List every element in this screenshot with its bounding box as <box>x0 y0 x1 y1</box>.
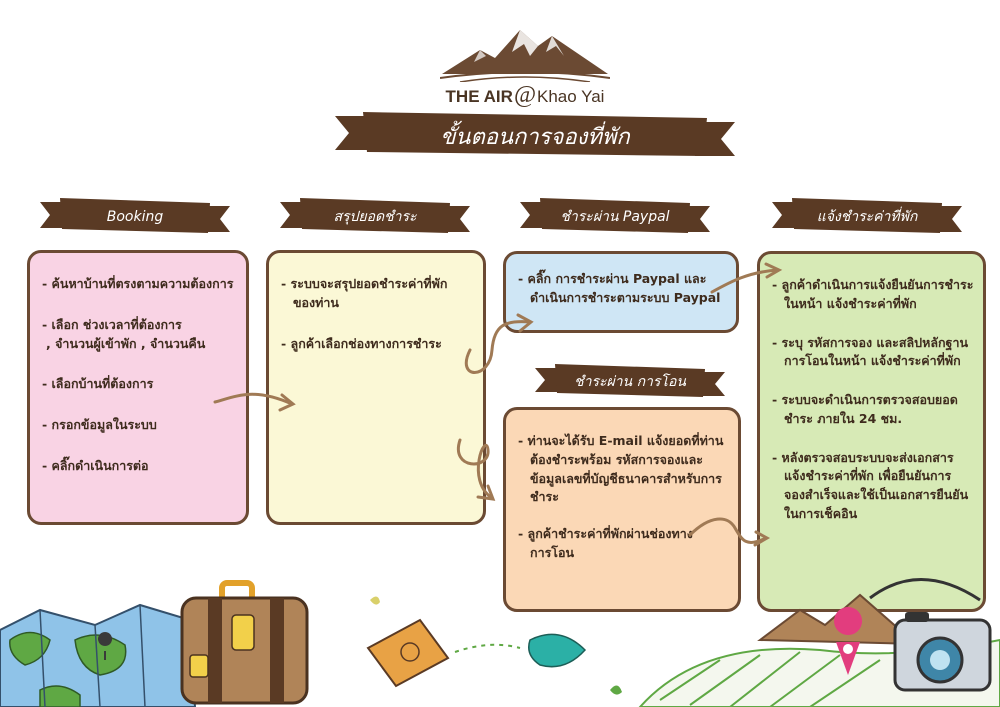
item-line: - ค้นหาบ้านที่ตรงตามความต้องการ <box>42 276 234 291</box>
summary-card: - ระบบจะสรุปยอดชำระค่าที่พักของท่าน - ลู… <box>266 250 486 525</box>
list-item: - ลูกค้าเลือกช่องทางการชำระ <box>281 335 471 354</box>
item-line: ต้องชำระพร้อม รหัสการจองและ <box>530 451 703 467</box>
location-pin-icon <box>834 607 863 675</box>
leaf-icon <box>370 596 622 695</box>
summary-title: สรุปยอดชำระ <box>333 209 417 225</box>
list-item: - ค้นหาบ้านที่ตรงตามความต้องการ <box>42 275 234 294</box>
item-line: ชำระ ภายใน 24 ชม. <box>784 410 903 426</box>
brand-bold: THE AIR <box>445 87 513 106</box>
list-item: - หลังตรวจสอบระบบจะส่งเอกสารแจ้งชำระค่าท… <box>772 449 971 524</box>
list-item: - ระบบจะดำเนินการตรวจสอบยอดชำระ ภายใน 24… <box>772 391 971 429</box>
brand-logo: THE AIR@Khao Yai <box>430 82 620 109</box>
item-line: ชำระ <box>530 489 559 505</box>
notify-card: - ลูกค้าดำเนินการแจ้งยืนยันการชำระในหน้า… <box>757 251 986 612</box>
item-line: - เลือก ช่วงเวลาที่ต้องการ <box>42 316 182 332</box>
item-line: - ระบบจะดำเนินการตรวจสอบยอด <box>772 392 958 407</box>
list-item: - ท่านจะได้รับ E-mail แจ้งยอดที่ท่านต้อง… <box>518 432 726 507</box>
list-item: - คลิ๊กดำเนินการต่อ <box>42 457 234 476</box>
booking-card: - ค้นหาบ้านที่ตรงตามความต้องการ - เลือก … <box>27 250 249 525</box>
list-item: - ระบุ รหัสการจอง และสลิปหลักฐานการโอนใน… <box>772 334 971 372</box>
transfer-card: - ท่านจะได้รับ E-mail แจ้งยอดที่ท่านต้อง… <box>503 407 741 612</box>
item-line: ข้อมูลเลขที่บัญชีธนาคารสำหรับการ <box>530 470 722 486</box>
item-line: - ระบบจะสรุปยอดชำระค่าที่พัก <box>281 276 448 291</box>
summary-banner: สรุปยอดชำระ <box>280 198 470 236</box>
item-line: การโอนในหน้า แจ้งชำระค่าที่พัก <box>784 353 961 369</box>
main-title-banner: ขั้นตอนการจองที่พัก <box>335 112 735 160</box>
list-item: - เลือก ช่วงเวลาที่ต้องการ , จำนวนผู้เข้า… <box>42 316 234 354</box>
item-line: ดำเนินการชำระตามระบบ Paypal <box>530 289 721 305</box>
item-line: - เลือกบ้านที่ต้องการ <box>42 376 154 392</box>
passport-icon <box>366 618 450 688</box>
mountain-logo-icon <box>440 30 610 82</box>
paypal-title: ชำระผ่าน Paypal <box>560 209 670 225</box>
item-line: แจ้งชำระค่าที่พัก เพื่อยืนยันการ <box>784 468 952 484</box>
booking-banner: Booking <box>40 198 230 236</box>
map-icon <box>0 603 197 707</box>
item-line: - ลูกค้าเลือกช่องทางการชำระ <box>281 335 442 351</box>
item-line: - กรอกข้อมูลในระบบ <box>42 417 157 432</box>
list-item: - ลูกค้าชำระค่าที่พักผ่านช่องทางการโอน <box>518 525 726 563</box>
item-line: - คลิ๊กดำเนินการต่อ <box>42 457 149 473</box>
list-item: - ลูกค้าดำเนินการแจ้งยืนยันการชำระในหน้า… <box>772 276 974 314</box>
main-title: ขั้นตอนการจองที่พัก <box>440 124 630 150</box>
brand-at: @ <box>513 82 536 108</box>
travel-illustration <box>0 578 1000 707</box>
item-line: - ระบุ รหัสการจอง และสลิปหลักฐาน <box>772 334 969 350</box>
item-line: - หลังตรวจสอบระบบจะส่งเอกสาร <box>772 449 954 465</box>
item-line: ในหน้า แจ้งชำระค่าที่พัก <box>784 295 917 311</box>
item-line: จองสำเร็จและใช้เป็นเอกสารยืนยัน <box>784 487 969 502</box>
list-item: - เลือกบ้านที่ต้องการ <box>42 375 234 394</box>
item-line: ในการเช็คอิน <box>784 505 858 521</box>
item-line: การโอน <box>530 544 575 560</box>
item-line: , จำนวนผู้เข้าพัก , จำนวนคืน <box>46 335 206 351</box>
paypal-banner: ชำระผ่าน Paypal <box>520 198 710 236</box>
paypal-card: - คลิ๊ก การชำระผ่าน Paypal และดำเนินการช… <box>503 251 739 333</box>
list-item: - คลิ๊ก การชำระผ่าน Paypal และดำเนินการช… <box>518 270 724 308</box>
booking-title: Booking <box>106 209 164 225</box>
notify-banner: แจ้งชำระค่าที่พัก <box>772 198 962 236</box>
item-line: ของท่าน <box>293 294 339 310</box>
item-line: - ท่านจะได้รับ E-mail แจ้งยอดที่ท่าน <box>518 433 724 448</box>
item-line: - ลูกค้าชำระค่าที่พักผ่านช่องทาง <box>518 526 693 541</box>
item-line: - คลิ๊ก การชำระผ่าน Paypal และ <box>518 271 707 286</box>
transfer-title: ชำระผ่าน การโอน <box>574 374 686 390</box>
item-line: - ลูกค้าดำเนินการแจ้งยืนยันการชำระ <box>772 277 974 292</box>
suitcase-icon <box>180 580 309 705</box>
notify-title: แจ้งชำระค่าที่พัก <box>816 209 918 225</box>
list-item: - ระบบจะสรุปยอดชำระค่าที่พักของท่าน <box>281 275 471 313</box>
brand-name: Khao Yai <box>537 87 605 106</box>
camera-icon <box>869 578 992 692</box>
list-item: - กรอกข้อมูลในระบบ <box>42 416 234 435</box>
transfer-banner: ชำระผ่าน การโอน <box>535 364 725 400</box>
